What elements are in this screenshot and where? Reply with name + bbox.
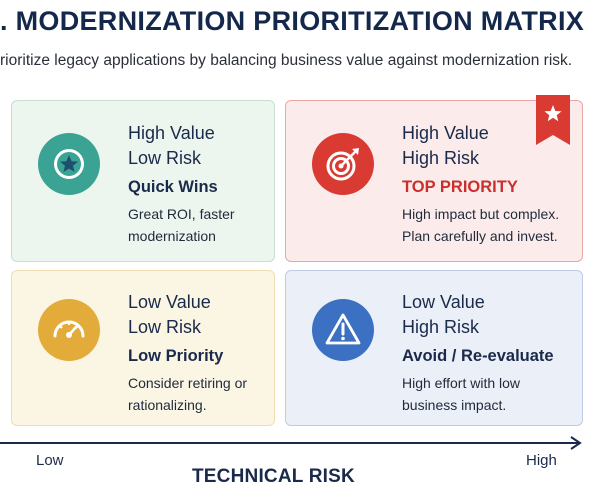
gauge-icon <box>38 299 100 361</box>
quadrant-description: Great ROI, faster modernization <box>128 206 235 244</box>
page-title: . MODERNIZATION PRIORITIZATION MATRIX <box>0 6 585 36</box>
bookmark-star-icon <box>536 95 570 150</box>
axis-low-label: Low <box>36 452 64 469</box>
quadrant-description: High impact but complex. Plan carefully … <box>402 206 560 244</box>
quadrant-value-label: Low Value <box>402 292 485 312</box>
technical-risk-axis <box>0 436 582 450</box>
quadrant-value-label: High Value <box>128 123 215 143</box>
quadrant-category: Low Priority <box>128 347 224 365</box>
warning-icon <box>312 299 374 361</box>
quadrant-category: Avoid / Re-evaluate <box>402 347 554 365</box>
quadrant-description: High effort with low business impact. <box>402 375 521 413</box>
axis-title: TECHNICAL RISK <box>192 466 355 487</box>
axis-high-label: High <box>526 452 557 469</box>
quadrant-quick-wins: High Value Low Risk Quick Wins Great ROI… <box>11 100 275 262</box>
quadrant-value-label: High Value <box>402 123 489 143</box>
quadrant-risk-label: High Risk <box>402 148 480 168</box>
quadrant-low-priority: Low Value Low Risk Low Priority Consider… <box>11 270 275 426</box>
target-icon <box>312 133 374 195</box>
quadrant-description: Consider retiring or rationalizing. <box>128 375 248 413</box>
quadrant-avoid: Low Value High Risk Avoid / Re-evaluate … <box>285 270 583 426</box>
quadrant-risk-label: Low Risk <box>128 148 202 168</box>
quadrant-value-label: Low Value <box>128 292 211 312</box>
star-icon <box>38 133 100 195</box>
quadrant-risk-label: Low Risk <box>128 317 202 337</box>
quadrant-category: TOP PRIORITY <box>402 178 518 196</box>
quadrant-top-priority: High Value High Risk TOP PRIORITY High i… <box>285 95 583 262</box>
page-subtitle: rioritize legacy applications by balanci… <box>0 52 573 69</box>
quadrant-risk-label: High Risk <box>402 317 480 337</box>
quadrant-category: Quick Wins <box>128 178 218 196</box>
